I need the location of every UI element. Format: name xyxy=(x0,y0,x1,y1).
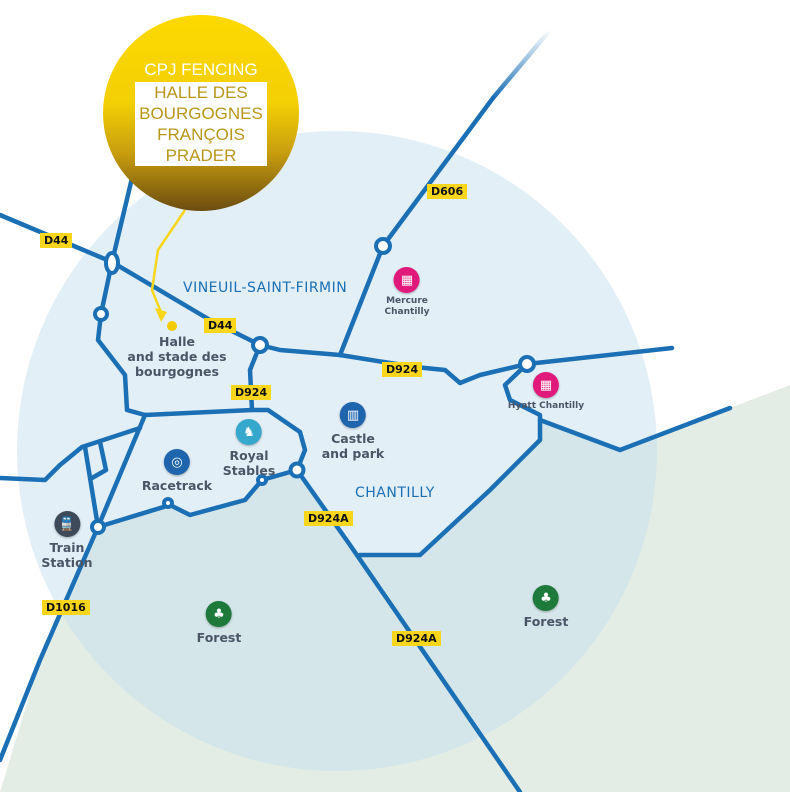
road-label-d924a: D924A xyxy=(304,511,353,526)
tree-icon: ♣ xyxy=(533,585,559,611)
poi-label: Forest xyxy=(523,614,569,629)
town-chantilly: CHANTILLY xyxy=(355,485,435,501)
poi-label: Hyatt Chantilly xyxy=(507,401,585,411)
badge-line: BOURGOGNES xyxy=(139,104,263,123)
venue-marker[interactable] xyxy=(167,321,177,331)
road-label-d44: D44 xyxy=(204,318,237,333)
poi-forest[interactable]: ♣ Forest xyxy=(523,585,569,629)
road-label-d924: D924 xyxy=(382,362,423,377)
badge-line: HALLE DES xyxy=(154,83,248,102)
poi-castle[interactable]: ▥ Castle and park xyxy=(321,402,385,461)
poi-label: and stade des xyxy=(127,349,227,364)
poi-label: Train xyxy=(49,540,85,555)
poi-label: Chantilly xyxy=(384,307,430,317)
poi-halle[interactable]: Halle and stade des bourgognes xyxy=(127,334,226,379)
hotel-icon: ▦ xyxy=(393,267,420,293)
poi-label: Racetrack xyxy=(141,478,213,493)
poi-racetrack[interactable]: ◎ Racetrack xyxy=(142,449,212,493)
poi-mercure[interactable]: ▦ Mercure Chantilly xyxy=(384,267,430,318)
badge-line: FRANÇOIS xyxy=(157,125,245,144)
poi-label: and park xyxy=(321,446,385,461)
castle-icon: ▥ xyxy=(340,402,366,428)
roads xyxy=(0,28,733,792)
poi-label: Halle xyxy=(159,334,195,349)
badge-title: CPJ FENCING xyxy=(144,60,258,79)
venue-badge: CPJ FENCING HALLE DES BOURGOGNES FRANÇOI… xyxy=(103,15,299,211)
poi-label: Mercure xyxy=(386,296,428,306)
hotel-icon: ▦ xyxy=(532,372,559,398)
tree-icon: ♣ xyxy=(206,601,232,627)
poi-label: Royal xyxy=(229,448,269,463)
horse-icon: ♞ xyxy=(235,419,262,445)
poi-label: Stables xyxy=(222,463,276,478)
poi-royal-stables[interactable]: ♞ Royal Stables xyxy=(222,419,276,478)
road-label-d606: D606 xyxy=(427,184,468,199)
racetrack-icon: ◎ xyxy=(164,449,190,475)
poi-forest[interactable]: ♣ Forest xyxy=(196,601,242,645)
train-icon: 🚆 xyxy=(53,511,80,537)
road-label-d44: D44 xyxy=(40,233,73,248)
area-circle xyxy=(17,131,657,771)
poi-hyatt[interactable]: ▦ Hyatt Chantilly xyxy=(508,372,584,412)
poi-label: bourgognes xyxy=(135,364,219,379)
poi-label: Forest xyxy=(196,630,242,645)
poi-label: Castle xyxy=(331,431,375,446)
road-label-d1016: D1016 xyxy=(42,600,90,615)
poi-train-station[interactable]: 🚆 Train Station xyxy=(41,511,93,570)
road-label-d924: D924 xyxy=(231,385,272,400)
badge-venue: HALLE DES BOURGOGNES FRANÇOIS PRADER xyxy=(135,82,267,166)
poi-label: Station xyxy=(41,555,93,570)
badge-line: PRADER xyxy=(165,146,237,165)
town-vineuil: VINEUIL-SAINT-FIRMIN xyxy=(183,280,348,296)
road-label-d924a: D924A xyxy=(392,631,441,646)
